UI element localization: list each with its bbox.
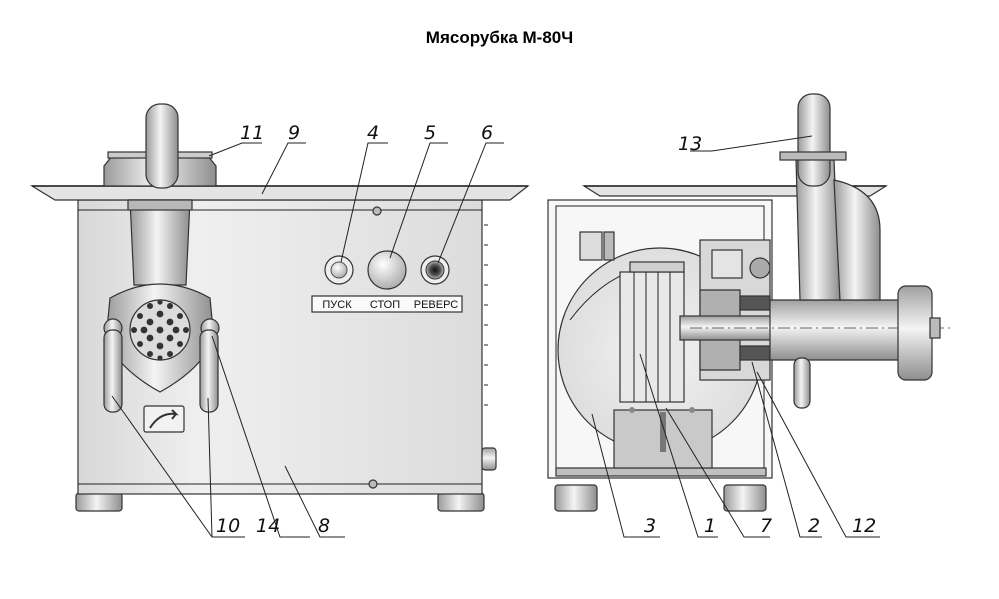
- front-foot-right: [437, 492, 485, 512]
- button-label-plate: [311, 295, 463, 313]
- handle-left: [103, 329, 123, 413]
- handle-side: [793, 357, 811, 409]
- pusher: [145, 103, 179, 189]
- callout-8: 8: [318, 515, 330, 537]
- page-title: Мясорубка М-80Ч: [425, 28, 574, 47]
- curved-arrow-icon: [149, 409, 179, 429]
- side-foot-right: [723, 484, 767, 512]
- callout-9: 9: [288, 122, 300, 144]
- base-plate: [555, 467, 767, 477]
- tray: [29, 185, 530, 201]
- side-foot-left: [554, 484, 598, 512]
- direction-arrow-sticker: [143, 405, 185, 433]
- front-leader-lines: [111, 142, 504, 538]
- ring-nut: [897, 285, 933, 381]
- callout-2: 2: [808, 515, 820, 537]
- handle-right: [199, 329, 219, 413]
- callout-4: 4: [367, 122, 379, 144]
- callout-10: 10: [216, 515, 240, 537]
- switch-block: [579, 231, 603, 261]
- reverse-label: РЕВЕРС: [414, 299, 459, 311]
- side-view: 13 3 1 7 2 12: [547, 93, 950, 538]
- side-leader-lines: [591, 135, 880, 538]
- feed-neck: [129, 199, 191, 286]
- callout-3: 3: [644, 515, 656, 537]
- screw-icon: [368, 479, 378, 489]
- callout-13: 13: [678, 133, 702, 155]
- callout-5: 5: [424, 122, 436, 144]
- grinder-body-side: [769, 299, 901, 361]
- grid-holes: [131, 299, 189, 361]
- motor: [619, 271, 685, 403]
- start-label: ПУСК: [322, 299, 352, 311]
- callout-14: 14: [256, 515, 280, 537]
- front-side-vents: [484, 224, 488, 406]
- pusher-side: [797, 93, 831, 187]
- stop-label: СТОП: [370, 299, 400, 311]
- bearing-top: [739, 295, 771, 311]
- callout-11: 11: [240, 122, 264, 144]
- front-view: ПУСК СТОП РЕВЕРС 11 9 4 5 6 10 14 8: [29, 103, 530, 538]
- bearing-bottom: [739, 345, 771, 361]
- front-foot-left: [75, 492, 123, 512]
- cable-gland: [481, 447, 497, 471]
- callout-1: 1: [704, 515, 716, 537]
- callout-7: 7: [760, 515, 772, 537]
- callout-6: 6: [481, 122, 493, 144]
- callout-12: 12: [852, 515, 876, 537]
- stop-button[interactable]: [367, 250, 407, 290]
- screw-icon: [372, 206, 382, 216]
